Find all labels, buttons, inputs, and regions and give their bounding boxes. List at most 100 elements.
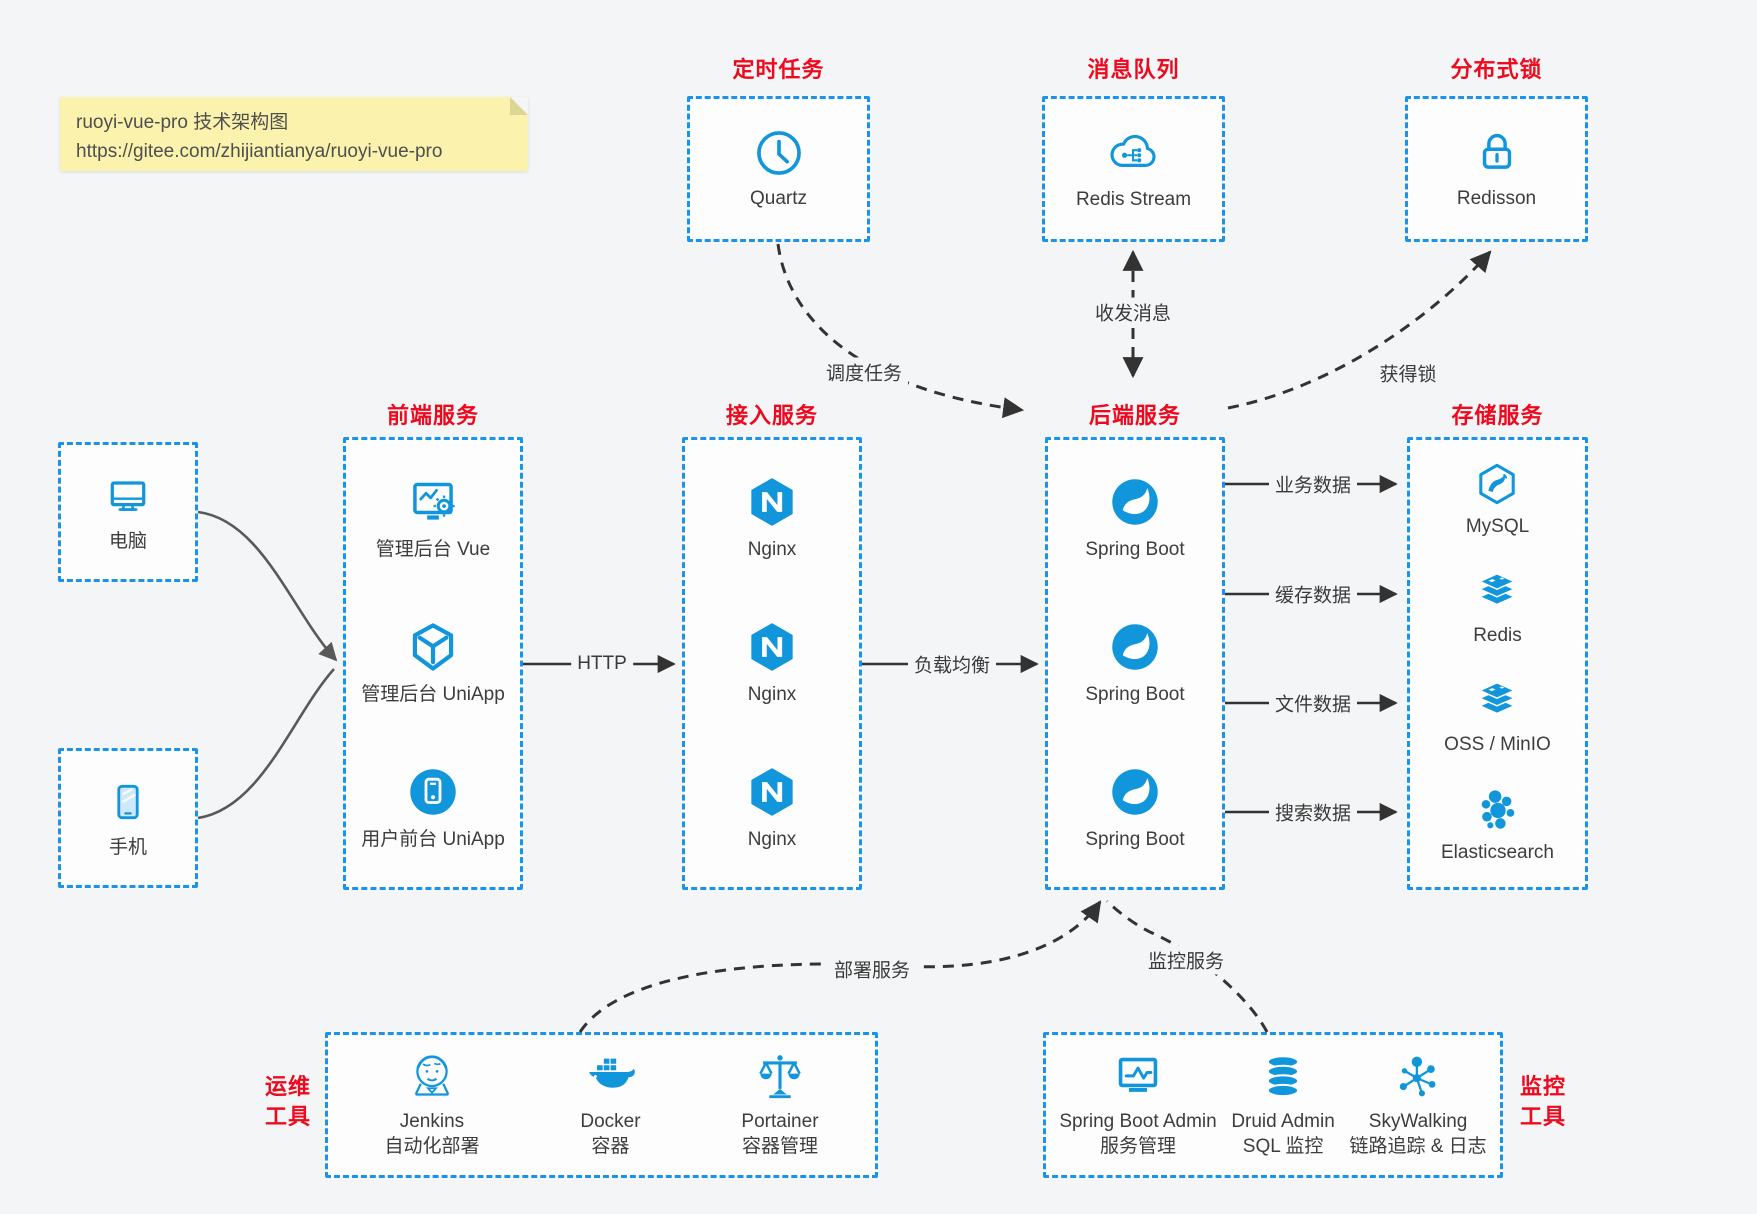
nginx-icon bbox=[744, 474, 800, 530]
node-nginx-1: Nginx bbox=[744, 474, 800, 563]
nginx-icon bbox=[744, 764, 800, 820]
node-label: Spring Boot bbox=[1085, 684, 1185, 706]
jenkins-icon bbox=[405, 1050, 459, 1104]
node-user-uniapp: 用户前台 UniApp bbox=[361, 764, 505, 853]
phone-icon bbox=[102, 776, 154, 828]
node-label: 管理后台 Vue bbox=[375, 539, 491, 561]
spring-boot-icon bbox=[1107, 619, 1163, 675]
node-mysql: MySQL bbox=[1466, 461, 1529, 540]
node-label: Nginx bbox=[747, 829, 797, 851]
group-box-gateway: Nginx Nginx Nginx bbox=[682, 437, 862, 890]
oss-stack-icon bbox=[1474, 679, 1520, 725]
sticky-note: ruoyi-vue-pro 技术架构图 https://gitee.com/zh… bbox=[60, 97, 528, 171]
node-label: 手机 bbox=[108, 836, 147, 858]
uniapp-cube-icon bbox=[405, 619, 461, 675]
ops-label-line1: 运维 bbox=[264, 1074, 311, 1099]
edge-label-schedule: 调度任务 bbox=[819, 357, 909, 387]
docker-icon bbox=[583, 1050, 637, 1104]
node-label: 用户前台 UniApp bbox=[361, 829, 505, 851]
node-label: Nginx bbox=[747, 539, 797, 561]
skywalking-icon bbox=[1391, 1050, 1445, 1104]
clock-icon bbox=[753, 127, 805, 179]
node-label: 电脑 bbox=[108, 530, 147, 552]
node-label: Nginx bbox=[747, 684, 797, 706]
group-box-storage: MySQL Redis OSS / MinIO Elasticsearch bbox=[1407, 437, 1588, 890]
node-phone: 手机 bbox=[102, 776, 154, 861]
node-springboot-3: Spring Boot bbox=[1085, 764, 1185, 853]
portainer-icon bbox=[753, 1050, 807, 1104]
edge-label-file-data: 文件数据 bbox=[1268, 688, 1358, 718]
desktop-icon bbox=[102, 470, 154, 522]
admin-vue-icon bbox=[405, 474, 461, 530]
node-springboot-2: Spring Boot bbox=[1085, 619, 1185, 708]
node-oss-minio: OSS / MinIO bbox=[1444, 679, 1551, 758]
group-box-scheduled: Quartz bbox=[687, 96, 870, 242]
node-label: Redis bbox=[1473, 624, 1522, 646]
edge-label-message: 收发消息 bbox=[1088, 297, 1178, 327]
group-box-phone: 手机 bbox=[58, 748, 198, 888]
group-box-backend: Spring Boot Spring Boot Spring Boot bbox=[1045, 437, 1225, 890]
node-nginx-2: Nginx bbox=[744, 619, 800, 708]
group-title-frontend: 前端服务 bbox=[386, 403, 479, 428]
node-elasticsearch: Elasticsearch bbox=[1441, 787, 1554, 866]
node-label: Spring Boot bbox=[1085, 539, 1185, 561]
ops-group-label: 运维 工具 bbox=[250, 1072, 326, 1132]
node-label: Elasticsearch bbox=[1441, 842, 1554, 864]
node-label: MySQL bbox=[1465, 516, 1530, 538]
node-admin-uniapp: 管理后台 UniApp bbox=[361, 619, 505, 708]
ops-label-line2: 工具 bbox=[264, 1104, 311, 1129]
node-label: Redis Stream bbox=[1075, 188, 1192, 210]
edge-label-search-data: 搜索数据 bbox=[1268, 797, 1358, 827]
node-redisson: Redisson bbox=[1457, 127, 1536, 212]
elasticsearch-icon bbox=[1475, 787, 1521, 833]
edge-label-http: HTTP bbox=[571, 652, 633, 676]
spring-boot-admin-icon bbox=[1111, 1050, 1165, 1104]
edge-label-deploy: 部署服务 bbox=[827, 954, 917, 984]
cloud-stream-icon bbox=[1106, 126, 1160, 180]
edge-label-biz-data: 业务数据 bbox=[1268, 469, 1358, 499]
edge-label-cache-data: 缓存数据 bbox=[1268, 579, 1358, 609]
druid-database-icon bbox=[1256, 1050, 1310, 1104]
node-nginx-3: Nginx bbox=[744, 764, 800, 853]
node-admin-vue: 管理后台 Vue bbox=[376, 474, 490, 563]
edge-pc-to-frontend bbox=[197, 510, 338, 662]
group-box-lock: Redisson bbox=[1405, 96, 1588, 242]
edge-phone-to-frontend bbox=[197, 668, 335, 820]
mysql-icon bbox=[1474, 461, 1520, 507]
group-box-mq: Redis Stream bbox=[1042, 96, 1225, 242]
edge-acquire-lock bbox=[1227, 250, 1492, 410]
node-redis: Redis bbox=[1473, 570, 1522, 649]
group-title-scheduled: 定时任务 bbox=[732, 57, 825, 82]
group-title-gateway: 接入服务 bbox=[725, 403, 818, 428]
group-title-lock: 分布式锁 bbox=[1450, 57, 1543, 82]
node-redis-stream: Redis Stream bbox=[1076, 126, 1191, 213]
group-title-backend: 后端服务 bbox=[1088, 403, 1181, 428]
spring-boot-icon bbox=[1107, 474, 1163, 530]
edge-label-load-balance: 负载均衡 bbox=[907, 649, 997, 679]
monitor-label-line2: 工具 bbox=[1519, 1104, 1566, 1129]
node-quartz: Quartz bbox=[750, 127, 807, 212]
node-label: 管理后台 UniApp bbox=[361, 684, 505, 706]
edge-label-acquire-lock: 获得锁 bbox=[1373, 358, 1443, 388]
node-label: Quartz bbox=[749, 187, 808, 209]
group-box-pc: 电脑 bbox=[58, 442, 198, 582]
node-label: Redisson bbox=[1456, 187, 1537, 209]
monitor-group-label: 监控 工具 bbox=[1505, 1072, 1581, 1132]
note-url: https://gitee.com/zhijiantianya/ruoyi-vu… bbox=[76, 141, 443, 163]
nginx-icon bbox=[744, 619, 800, 675]
node-label: Spring Boot bbox=[1085, 829, 1185, 851]
